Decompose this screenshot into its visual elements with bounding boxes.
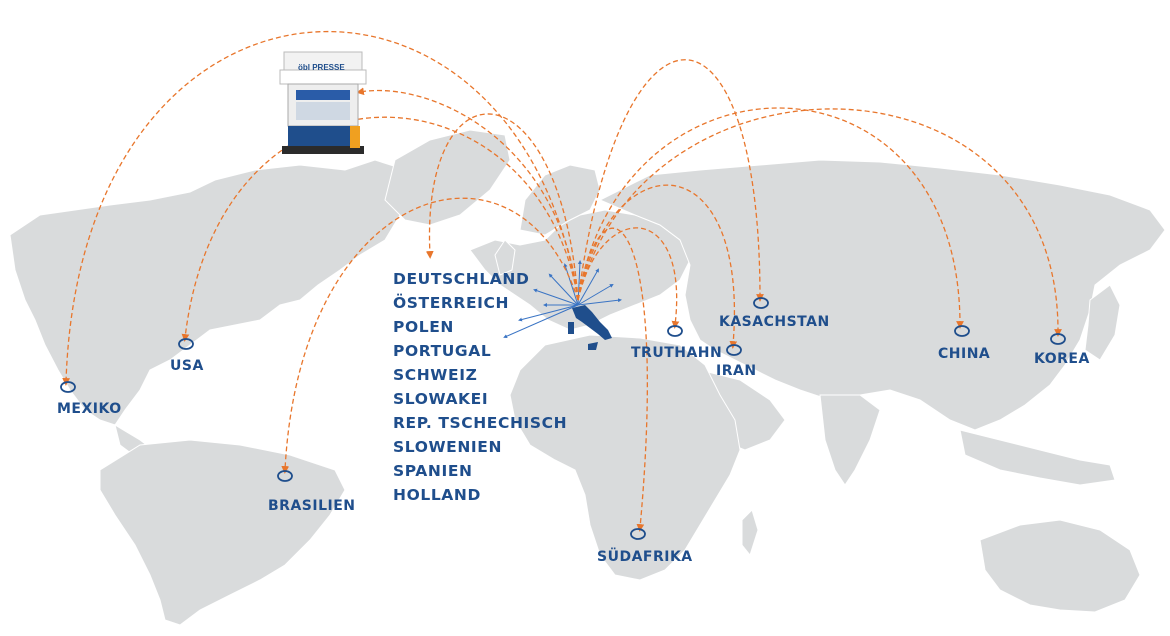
arc-iran — [577, 184, 738, 349]
arc-brasilien — [281, 197, 579, 474]
arc-usa — [181, 116, 579, 342]
marker-china — [954, 325, 970, 337]
arc-korea — [577, 108, 1062, 337]
europe-arrows — [503, 260, 622, 339]
uk-shape — [494, 239, 516, 276]
marker-truthahn — [667, 325, 683, 337]
south-america-shape — [99, 439, 346, 626]
north-america-shape — [9, 147, 471, 426]
asia-shape — [598, 159, 1166, 431]
marker-suedafrika — [630, 528, 646, 540]
arc-truthahn — [577, 227, 680, 329]
country-label: SPANIEN — [393, 462, 473, 480]
arc-mexiko — [62, 30, 579, 386]
australia-shape — [979, 519, 1141, 613]
label-usa: USA — [170, 358, 204, 374]
country-label: SCHWEIZ — [393, 366, 478, 384]
land-masses — [9, 129, 1166, 626]
label-brasilien: BRASILIEN — [268, 498, 356, 514]
label-kasachstan: KASACHSTAN — [719, 314, 830, 330]
press-machine-image: öbl PRESSE — [278, 50, 368, 156]
india-shape — [819, 394, 881, 486]
marker-iran — [726, 344, 742, 356]
marker-usa — [178, 338, 194, 350]
label-iran: IRAN — [716, 363, 757, 379]
label-korea: KOREA — [1034, 351, 1090, 367]
marker-korea — [1050, 333, 1066, 345]
marker-brasilien — [277, 470, 293, 482]
country-label: SLOWENIEN — [393, 438, 503, 456]
arc-press — [356, 87, 579, 301]
country-label: SLOWAKEI — [393, 390, 489, 408]
country-label: POLEN — [393, 318, 454, 336]
destination-markers — [60, 297, 1066, 540]
marker-mexiko — [60, 381, 76, 393]
scandinavia-shape — [519, 164, 601, 236]
japan-shape — [1084, 284, 1121, 361]
export-arcs — [62, 30, 1062, 532]
arc-kasachstan — [577, 59, 764, 302]
africa-shape — [509, 334, 741, 581]
southeast-asia-shape — [959, 429, 1116, 486]
country-label: DEUTSCHLAND — [393, 270, 530, 288]
arc-suedafrika — [577, 227, 649, 532]
label-truthahn: TRUTHAHN — [631, 345, 723, 361]
italy-shape — [568, 305, 612, 350]
marker-kasachstan — [753, 297, 769, 309]
country-label: REP. TSCHECHISCH — [393, 414, 568, 432]
label-suedafrika: SÜDAFRIKA — [597, 549, 693, 565]
country-label: ÖSTERREICH — [393, 294, 510, 312]
country-label: HOLLAND — [393, 486, 481, 504]
label-mexiko: MEXIKO — [57, 401, 122, 417]
press-logo-text: öbl PRESSE — [298, 63, 345, 72]
label-china: CHINA — [938, 346, 991, 362]
europe-country-list: DEUTSCHLAND ÖSTERREICH POLEN PORTUGAL SC… — [393, 267, 567, 507]
country-label: PORTUGAL — [393, 342, 492, 360]
greenland-shape — [384, 129, 511, 226]
madagascar-shape — [741, 509, 759, 557]
